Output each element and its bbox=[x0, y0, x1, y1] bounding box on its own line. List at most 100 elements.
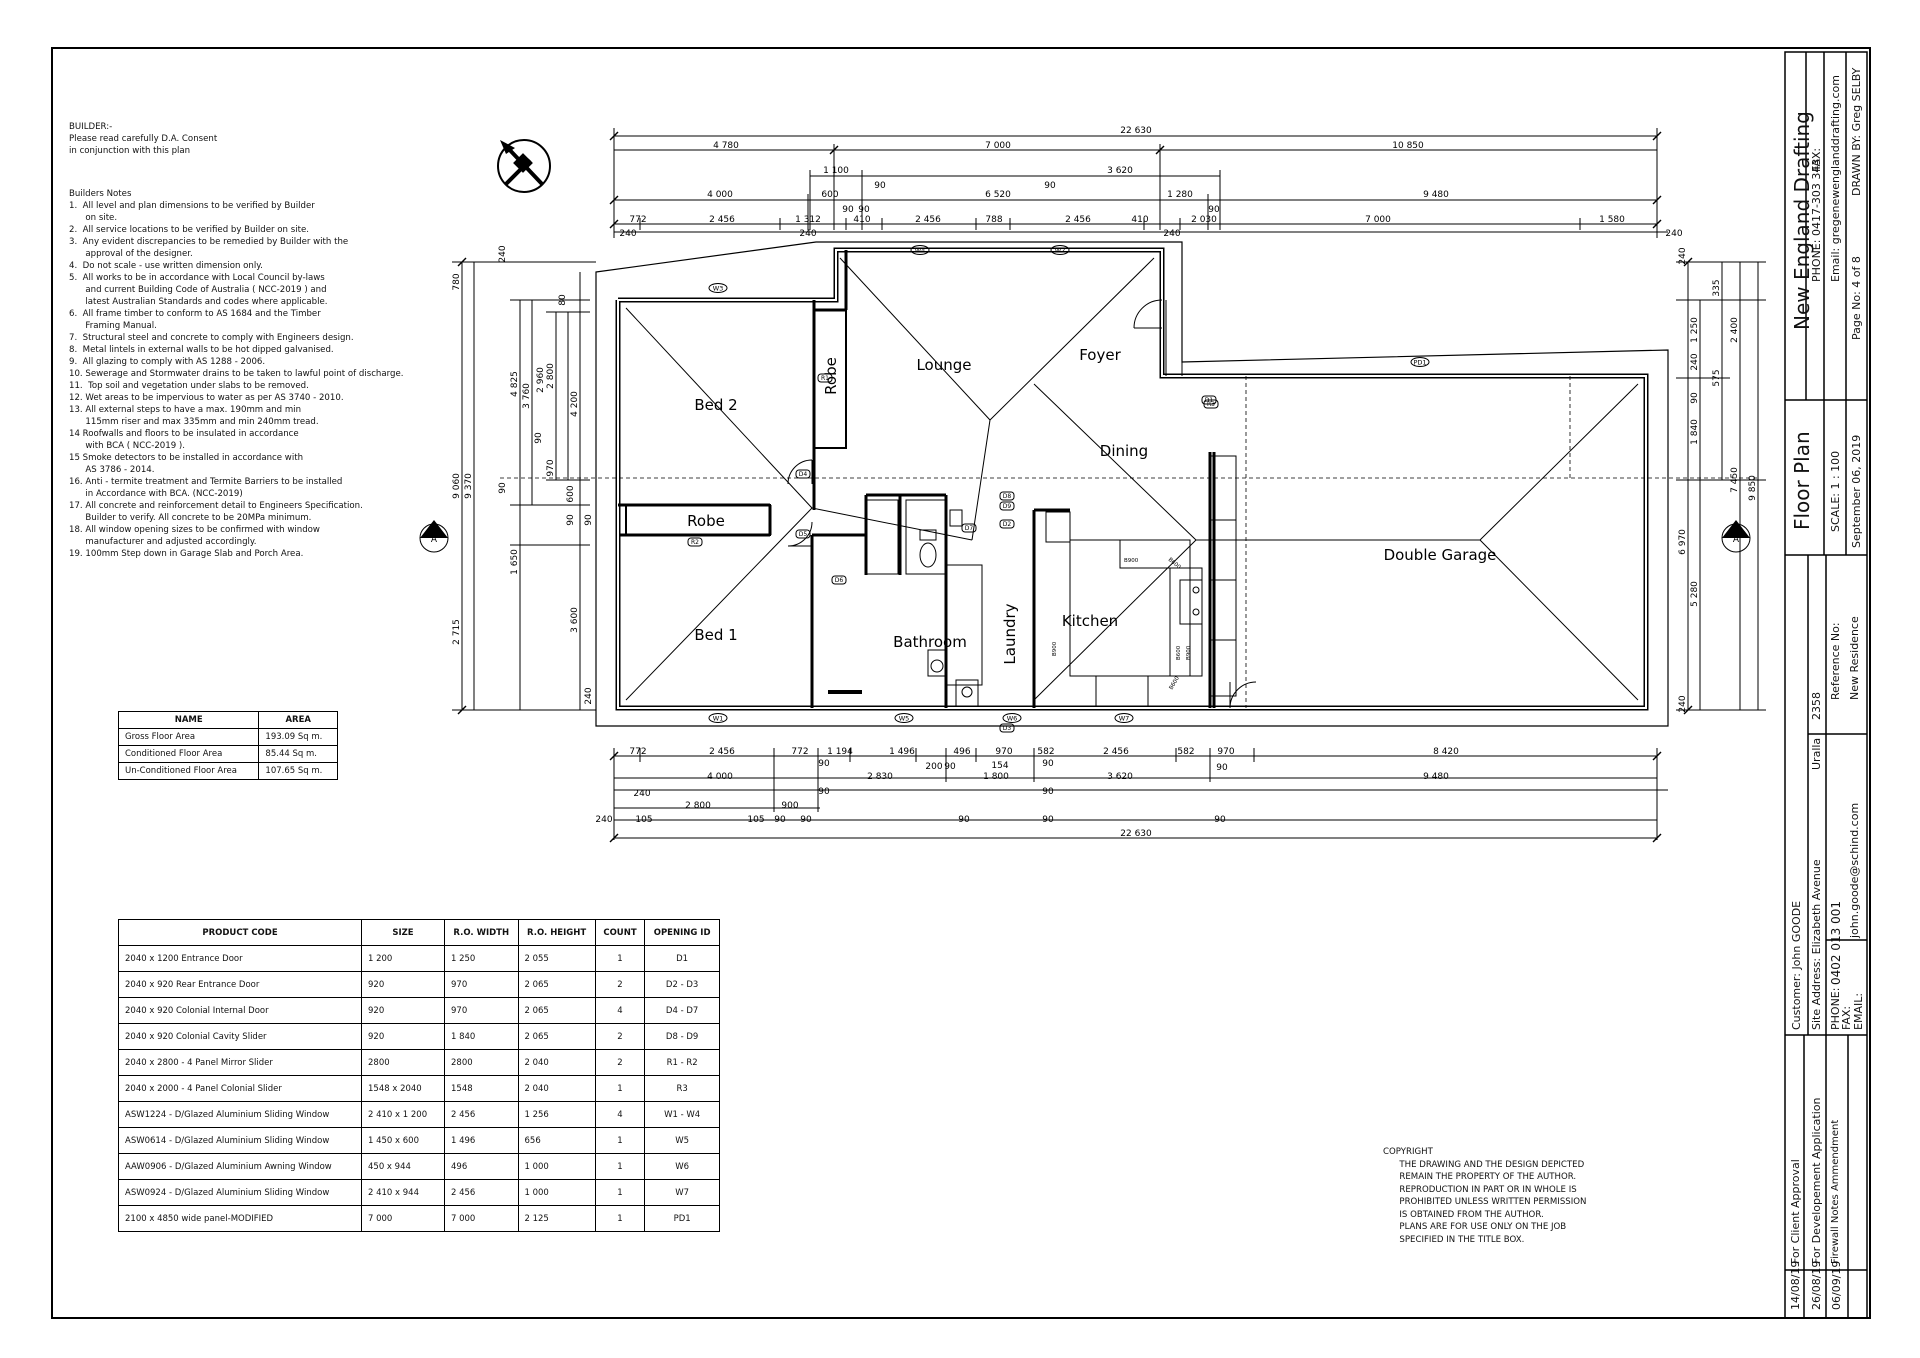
dim-right: 90 bbox=[1690, 392, 1700, 404]
builder-note-line: 10. Sewerage and Stormwater drains to be… bbox=[69, 369, 404, 379]
svg-text:D5: D5 bbox=[799, 531, 808, 538]
product-code: 2040 x 920 Rear Entrance Door bbox=[118, 971, 362, 998]
dim-top: 600 bbox=[821, 190, 838, 200]
dim-bottom: 8 420 bbox=[1433, 747, 1459, 757]
builder-note-line: 7. Structural steel and concrete to comp… bbox=[69, 333, 354, 343]
builder-note-line: 13. All external steps to have a max. 19… bbox=[69, 405, 302, 415]
product-ro-width: 1 840 bbox=[444, 1023, 519, 1050]
area-table-header-name: NAME bbox=[117, 711, 260, 729]
dim-left: 240 bbox=[498, 245, 508, 262]
builder-note-line: 5. All works to be in accordance with Lo… bbox=[69, 273, 325, 283]
dim-left: 3 760 bbox=[522, 383, 532, 409]
dim-left: 9 060 bbox=[452, 473, 462, 499]
dim-top: 240 bbox=[619, 229, 636, 239]
dim-top: 410 bbox=[853, 215, 870, 225]
door-tag-d6: D6 bbox=[831, 575, 847, 585]
dim-top: 240 bbox=[1163, 229, 1180, 239]
product-size: 450 x 944 bbox=[361, 1153, 445, 1180]
dim-bottom: 772 bbox=[629, 747, 646, 757]
builder-note-line: 2. All service locations to be verified … bbox=[69, 225, 309, 235]
dim-top: 7 000 bbox=[1365, 215, 1391, 225]
copyright-line: IS OBTAINED FROM THE AUTHOR. bbox=[1383, 1209, 1544, 1220]
builder-note-line: 4. Do not scale - use written dimension … bbox=[69, 261, 263, 271]
builder-note-line: 11. Top soil and vegetation under slabs … bbox=[69, 381, 309, 391]
door-tag-r1: R1 bbox=[817, 373, 833, 383]
dim-bottom: 772 bbox=[791, 747, 808, 757]
svg-text:D3: D3 bbox=[1003, 725, 1012, 732]
dim-top: 9 480 bbox=[1423, 190, 1449, 200]
product-ro-height: 656 bbox=[517, 1127, 596, 1154]
builder-note-line: on site. bbox=[69, 213, 118, 223]
header-ro-width: R.O. WIDTH bbox=[444, 919, 519, 946]
company-fax: FAX: bbox=[1810, 147, 1823, 172]
svg-text:W5: W5 bbox=[899, 715, 910, 723]
dim-top: 2 456 bbox=[1065, 215, 1091, 225]
table-row: ASW0924 - D/Glazed Aluminium Sliding Win… bbox=[118, 1179, 720, 1206]
product-ro-width: 2 456 bbox=[444, 1101, 519, 1128]
dim-right: 9 850 bbox=[1748, 475, 1758, 501]
product-size: 2800 bbox=[361, 1049, 445, 1076]
room-label-bathroom: Bathroom bbox=[893, 633, 967, 651]
door-tag-r2: R2 bbox=[687, 537, 703, 547]
dim-top: 6 520 bbox=[985, 190, 1011, 200]
dim-top: 90 bbox=[858, 205, 870, 215]
page-number: Page No: 4 of 8 bbox=[1850, 256, 1863, 340]
product-opening-id: W7 bbox=[644, 1179, 720, 1206]
dim-right: 7 450 bbox=[1730, 467, 1740, 493]
product-code: 2040 x 1200 Entrance Door bbox=[118, 945, 362, 972]
product-ro-width: 2 456 bbox=[444, 1179, 519, 1206]
builder-note-line: Framing Manual. bbox=[69, 321, 157, 331]
dim-bottom: 90 bbox=[1042, 815, 1054, 825]
svg-text:R1: R1 bbox=[821, 375, 829, 382]
site-address: Site Address: Elizabeth Avenue bbox=[1810, 859, 1823, 1030]
product-ro-height: 2 055 bbox=[517, 945, 596, 972]
product-size: 1 450 x 600 bbox=[361, 1127, 445, 1154]
builder-note-line: 115mm riser and max 335mm and min 240mm … bbox=[69, 417, 319, 427]
svg-text:W1: W1 bbox=[713, 715, 724, 723]
product-count: 1 bbox=[594, 1075, 646, 1102]
product-code: 2040 x 2000 - 4 Panel Colonial Slider bbox=[118, 1075, 362, 1102]
copyright-line: REMAIN THE PROPERTY OF THE AUTHOR. bbox=[1383, 1172, 1577, 1182]
dim-top: 90 bbox=[1208, 205, 1220, 215]
copyright-line: PLANS ARE FOR USE ONLY ON THE JOB bbox=[1383, 1222, 1567, 1232]
product-ro-height: 1 256 bbox=[517, 1101, 596, 1128]
door-tag-d8: D8 bbox=[999, 491, 1015, 501]
table-row: AAW0906 - D/Glazed Aluminium Awning Wind… bbox=[118, 1153, 720, 1180]
svg-text:R2: R2 bbox=[691, 539, 699, 546]
sheet-title: Floor Plan bbox=[1790, 431, 1814, 530]
svg-text:W2: W2 bbox=[1055, 247, 1066, 255]
bench-tag: B900 bbox=[1052, 641, 1058, 656]
dim-top: 410 bbox=[1131, 215, 1148, 225]
builder-note-line: manufacturer and adjusted accordingly. bbox=[69, 537, 257, 547]
window-tag-w1: W1 bbox=[708, 713, 728, 723]
table-row: Conditioned Floor Area 85.44 Sq m. bbox=[117, 745, 338, 763]
product-size: 2 410 x 1 200 bbox=[361, 1101, 445, 1128]
product-count: 2 bbox=[594, 971, 646, 998]
dim-bottom: 582 bbox=[1177, 747, 1194, 757]
revision-date-1: 14/08/19 bbox=[1789, 1260, 1802, 1310]
dim-top: 2 456 bbox=[915, 215, 941, 225]
dim-bottom: 90 bbox=[1042, 759, 1054, 769]
product-count: 1 bbox=[594, 1205, 646, 1232]
product-code: ASW1224 - D/Glazed Aluminium Sliding Win… bbox=[118, 1101, 362, 1128]
product-code: ASW0614 - D/Glazed Aluminium Sliding Win… bbox=[118, 1127, 362, 1154]
builder-note-line: 12. Wet areas to be impervious to water … bbox=[69, 393, 344, 403]
window-tag-w6: W6 bbox=[1002, 713, 1022, 723]
product-ro-width: 970 bbox=[444, 997, 519, 1024]
door-tag-d7: D7 bbox=[961, 523, 977, 533]
product-opening-id: W1 - W4 bbox=[644, 1101, 720, 1128]
dim-bottom: 3 620 bbox=[1107, 772, 1133, 782]
builder-note-line: AS 3786 - 2014. bbox=[69, 465, 155, 475]
dim-bottom: 90 bbox=[818, 759, 830, 769]
product-size: 920 bbox=[361, 997, 445, 1024]
header-ro-height: R.O. HEIGHT bbox=[517, 919, 596, 946]
room-label-lounge: Lounge bbox=[916, 356, 971, 374]
dim-top: 1 312 bbox=[795, 215, 821, 225]
dim-top: 3 620 bbox=[1107, 166, 1133, 176]
robe-upper-outline bbox=[813, 309, 847, 449]
copyright-line: COPYRIGHT bbox=[1383, 1147, 1433, 1157]
product-ro-width: 970 bbox=[444, 971, 519, 998]
